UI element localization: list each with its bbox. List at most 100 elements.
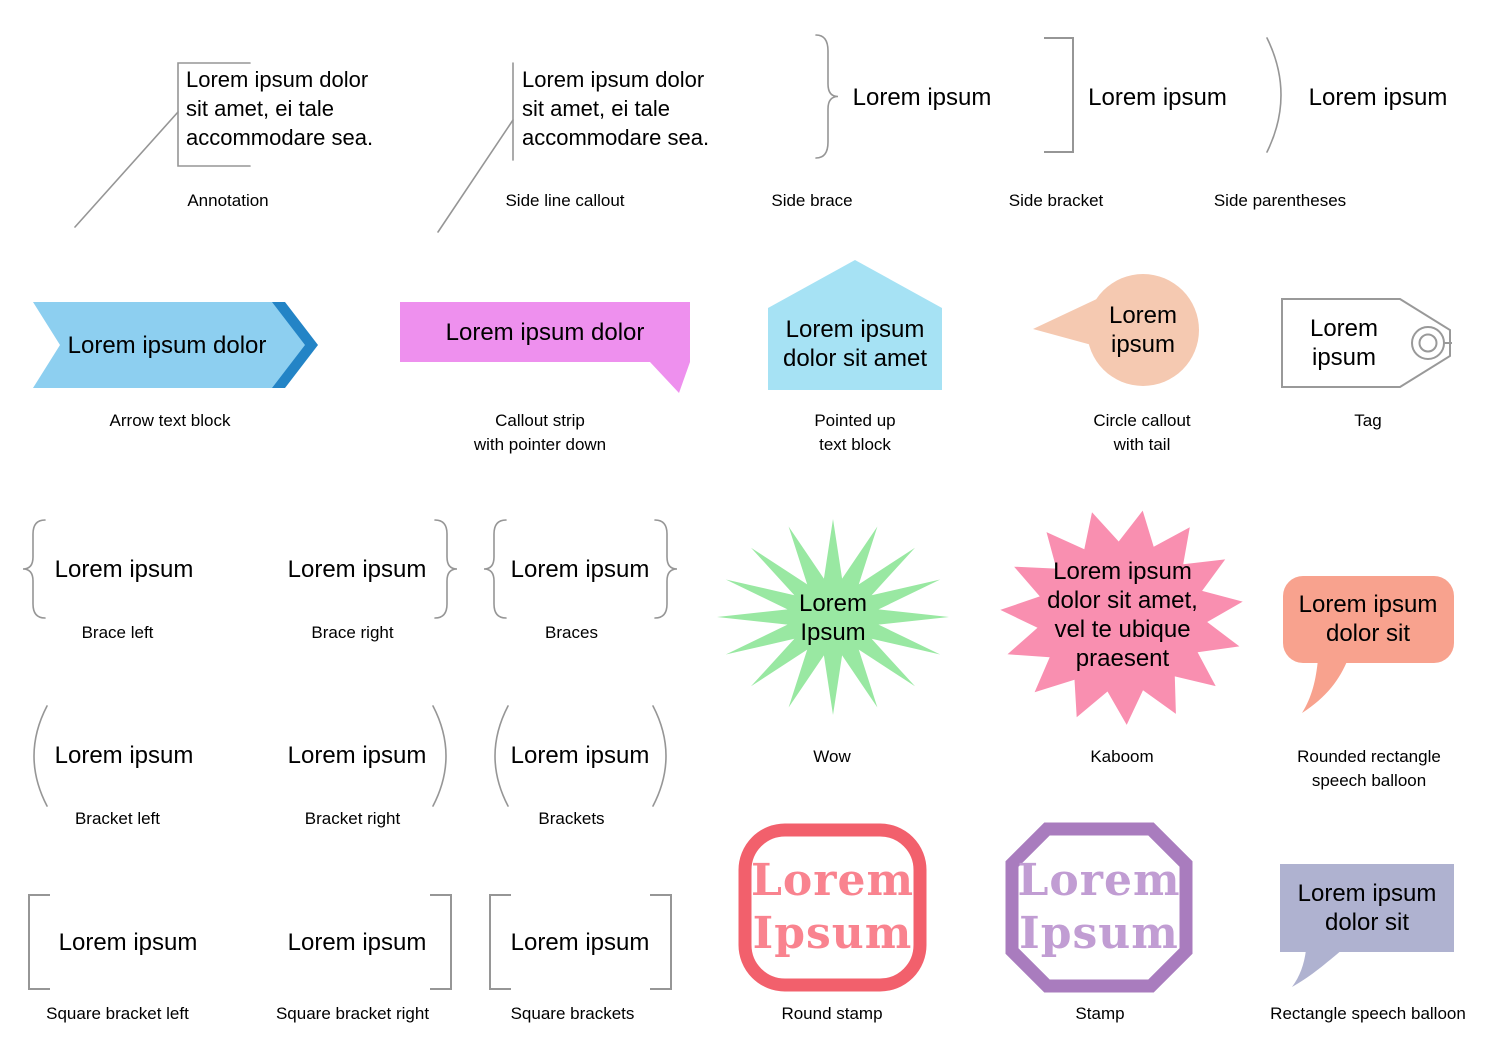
square-brackets-shape[interactable]: Lorem ipsum [478, 885, 683, 1000]
circle-callout-body [1087, 274, 1199, 386]
square-bracket-left-lines [28, 894, 50, 990]
bracket-right-label: Bracket right [304, 809, 401, 828]
stamp-shape[interactable]: Lorem Ipsum [1003, 820, 1195, 995]
square-brackets-glyph [489, 894, 672, 990]
tag-text: Lorem ipsum [1309, 315, 1379, 371]
braces-text: Lorem ipsum [510, 555, 650, 583]
side-brace-glyph [815, 34, 839, 159]
brace-left-shape[interactable]: Lorem ipsum [15, 512, 230, 627]
square-brackets-text: Lorem ipsum [510, 928, 650, 956]
side-brace-label: Side brace [771, 191, 853, 210]
square-bracket-left-label: Square bracket left [46, 1004, 189, 1023]
brace-right-shape[interactable]: Lorem ipsum [240, 512, 465, 627]
side-line-callout-shape[interactable]: Lorem ipsum dolor sit amet, ei tale acco… [420, 55, 740, 235]
bracket-left-shape[interactable]: Lorem ipsum [15, 698, 230, 813]
round-stamp-shape[interactable]: Lorem Ipsum [735, 820, 930, 995]
side-parentheses-shape[interactable]: Lorem ipsum [1255, 28, 1485, 173]
brace-left-text: Lorem ipsum [54, 555, 194, 583]
side-parentheses-glyph [1266, 37, 1282, 153]
arrow-body [33, 302, 305, 388]
round-stamp-text: Lorem Ipsum [750, 854, 915, 959]
brackets-label: Brackets [538, 809, 605, 828]
callout-strip-label: Callout strip with pointer down [473, 411, 607, 454]
wow-starburst [717, 519, 949, 715]
arrow-text-block-text: Lorem ipsum dolor [67, 331, 267, 359]
braces-right-curve [654, 519, 678, 619]
wow-shape[interactable]: Lorem Ipsum [715, 512, 951, 727]
callout-strip-text: Lorem ipsum dolor [445, 318, 645, 346]
brackets-glyph [494, 705, 667, 807]
side-parentheses-label: Side parentheses [1213, 191, 1347, 210]
rectangle-speech-balloon-label: Rectangle speech balloon [1270, 1004, 1466, 1023]
arrow-text-block-glyph [33, 302, 318, 388]
side-line-leader [437, 119, 514, 233]
square-bracket-left-text: Lorem ipsum [58, 928, 198, 956]
bracket-right-glyph [432, 705, 447, 807]
rounded-rectangle-speech-balloon-glyph [1283, 576, 1454, 713]
side-bracket-shape[interactable]: Lorem ipsum [1035, 28, 1255, 173]
square-brackets-right-lines [650, 894, 672, 990]
bracket-left-text: Lorem ipsum [54, 741, 194, 769]
brackets-shape[interactable]: Lorem ipsum [478, 698, 683, 813]
square-bracket-right-lines [430, 894, 452, 990]
square-bracket-right-glyph [430, 894, 452, 990]
side-bracket-label: Side bracket [1008, 191, 1104, 210]
brace-right-label: Brace right [311, 623, 394, 642]
round-stamp-border [738, 823, 927, 992]
annotation-bracket [177, 62, 251, 167]
kaboom-label: Kaboom [1090, 747, 1154, 766]
circle-callout-glyph [1033, 274, 1199, 386]
side-bracket-glyph [1044, 37, 1074, 153]
bracket-right-curve [432, 705, 447, 807]
annotation-leader-line [74, 111, 179, 228]
rounded-rectangle-speech-balloon-shape[interactable]: Lorem ipsum dolor sit [1282, 575, 1458, 717]
pointed-up-text-block-shape[interactable]: Lorem ipsum dolor sit amet [766, 258, 944, 392]
brace-left-glyph [22, 519, 46, 619]
annotation-glyph [74, 62, 251, 228]
rounded-balloon-body [1283, 576, 1454, 663]
pointed-up-text-block-label: Pointed up text block [814, 411, 896, 454]
square-bracket-left-shape[interactable]: Lorem ipsum [15, 885, 230, 1000]
tag-label: Tag [1354, 411, 1382, 430]
rectangle-speech-balloon-shape[interactable]: Lorem ipsum dolor sit [1278, 862, 1458, 990]
rectangle-speech-balloon-glyph [1280, 864, 1454, 987]
bracket-right-shape[interactable]: Lorem ipsum [240, 698, 465, 813]
round-stamp-glyph [738, 823, 927, 992]
annotation-text: Lorem ipsum dolor sit amet, ei tale acco… [186, 67, 374, 150]
circle-callout-shape[interactable]: Lorem ipsum [1025, 263, 1205, 401]
annotation-label: Annotation [187, 191, 269, 210]
wow-glyph [717, 519, 949, 715]
arrow-text-block-shape[interactable]: Lorem ipsum dolor [28, 295, 323, 395]
bracket-right-text: Lorem ipsum [287, 741, 427, 769]
stamp-border [1005, 822, 1193, 993]
braces-shape[interactable]: Lorem ipsum [478, 512, 683, 627]
side-paren-curve [1266, 37, 1282, 153]
wow-text: Lorem Ipsum [798, 590, 868, 646]
annotation-shape[interactable]: Lorem ipsum dolor sit amet, ei tale acco… [60, 55, 390, 235]
pointed-up-text-block-glyph [768, 260, 942, 390]
square-brackets-label: Square brackets [510, 1004, 635, 1023]
wow-label: Wow [813, 747, 851, 766]
brace-right-glyph [434, 519, 458, 619]
side-parentheses-text: Lorem ipsum [1308, 83, 1448, 111]
side-brace-shape[interactable]: Lorem ipsum [790, 28, 1010, 173]
tag-shape[interactable]: Lorem ipsum [1280, 296, 1460, 396]
brackets-text: Lorem ipsum [510, 741, 650, 769]
brace-right-text: Lorem ipsum [287, 555, 427, 583]
stamp-glyph [1005, 822, 1193, 993]
square-bracket-right-shape[interactable]: Lorem ipsum [240, 885, 465, 1000]
rounded-rectangle-speech-balloon-label: Rounded rectangle speech balloon [1297, 747, 1441, 790]
kaboom-glyph [1000, 510, 1243, 725]
round-stamp-label: Round stamp [781, 1004, 883, 1023]
callout-strip-shape[interactable]: Lorem ipsum dolor [398, 300, 693, 395]
kaboom-shape[interactable]: Lorem ipsum dolor sit amet, vel te ubiqu… [1000, 505, 1245, 727]
brace-right-curve [434, 519, 458, 619]
rect-balloon-body [1280, 864, 1454, 952]
side-line-callout-label: Side line callout [505, 191, 625, 210]
square-brackets-left-lines [489, 894, 511, 990]
brace-left-label: Brace left [81, 623, 154, 642]
rounded-rectangle-speech-balloon-text: Lorem ipsum dolor sit [1298, 591, 1438, 647]
brace-left-curve [22, 519, 46, 619]
circle-callout-tail [1033, 297, 1101, 347]
